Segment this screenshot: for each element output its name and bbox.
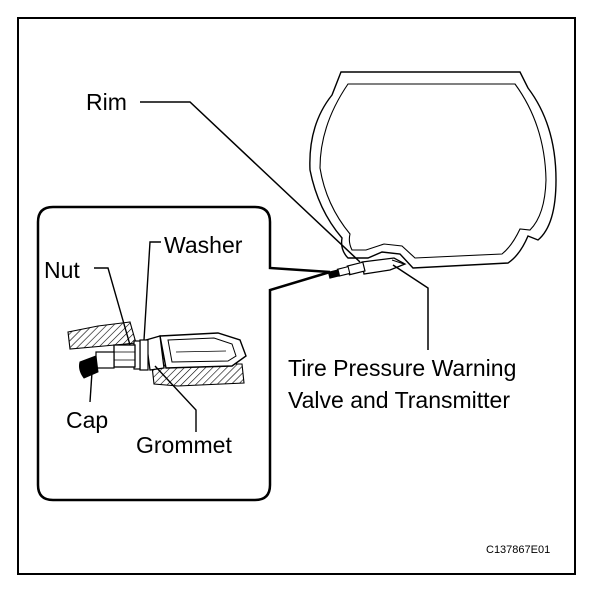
washer-leader (143, 241, 161, 341)
figure-code: C137867E01 (486, 544, 551, 556)
nut-label: Nut (44, 257, 80, 283)
valve-label-line1: Tire Pressure Warning (288, 355, 517, 381)
grommet-leader (154, 365, 197, 432)
tire-outline (309, 71, 557, 269)
cap-leader (89, 371, 93, 403)
rim-leader (140, 101, 361, 263)
rim-label: Rim (86, 89, 127, 115)
valve-on-rim (327, 257, 407, 279)
washer-label: Washer (164, 232, 243, 258)
grommet-label: Grommet (136, 432, 232, 458)
tire-inner-line (319, 83, 547, 259)
valve-label-line2: Valve and Transmitter (288, 387, 511, 413)
nut-leader (94, 267, 131, 346)
outer-border (17, 17, 576, 575)
valve-detail (79, 335, 165, 379)
cap-label: Cap (66, 407, 109, 433)
valve-leader (392, 264, 429, 350)
transmitter-body (159, 332, 247, 369)
